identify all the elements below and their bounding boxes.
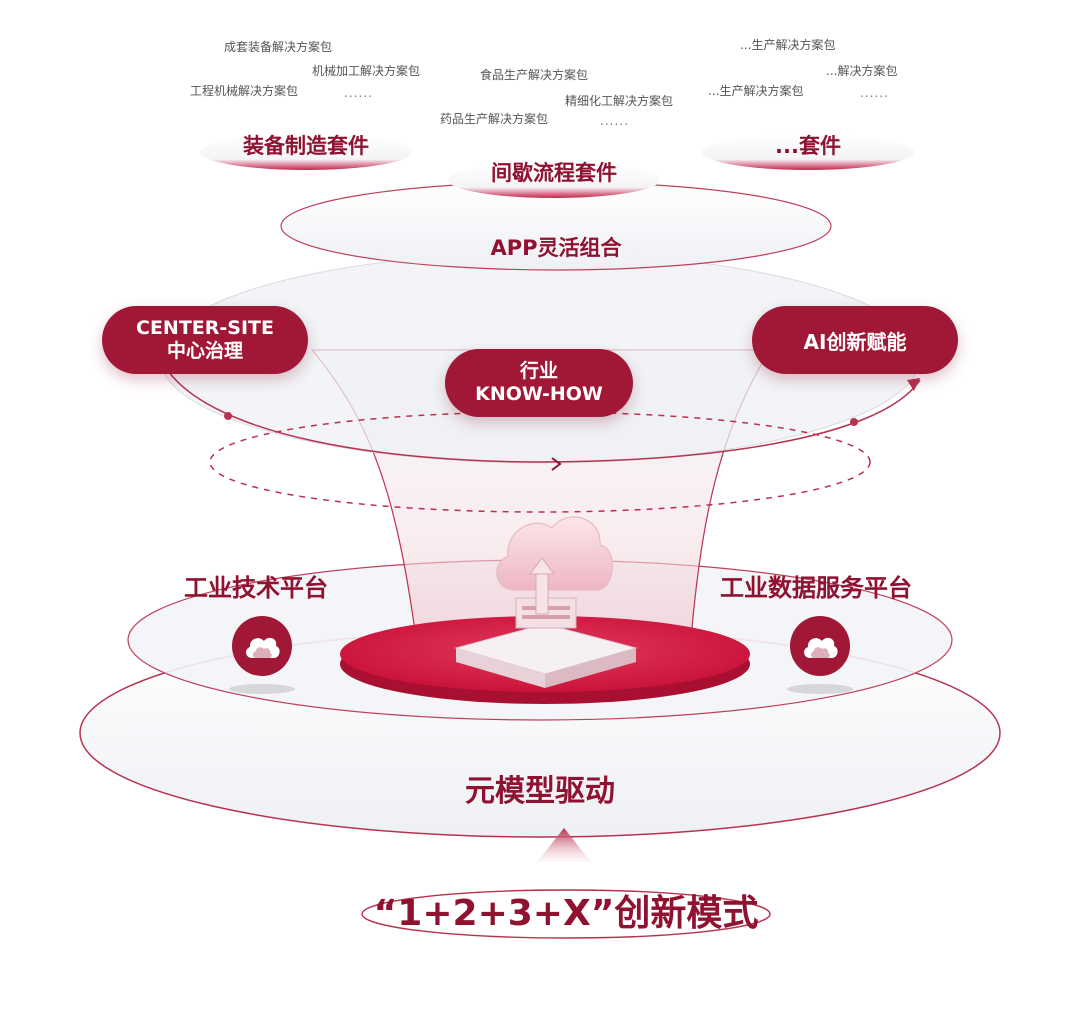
industry-line1: 行业 [519,360,558,382]
badge-shadow [229,684,295,694]
title-ellipse [361,889,771,939]
orbit-dot-right [850,418,858,426]
package-label: 精细化工解决方案包 [565,94,674,108]
tech-platform-badge [232,616,292,676]
package-label: 成套装备解决方案包 [224,40,333,54]
kit-more-label: ...套件 [775,134,841,158]
base-layer-label: 元模型驱动 [465,774,615,809]
data-platform-label: 工业数据服务平台 [720,574,912,602]
package-label: ...解决方案包 [826,64,898,78]
industry-knowhow-pill: 行业 KNOW-HOW [445,349,633,417]
kit-disc-equipment [200,134,412,170]
cloud-upload-icon [496,516,613,615]
upper-disk-arc [159,357,921,463]
kit-equipment-label: 装备制造套件 [243,134,369,158]
package-label: ...生产解决方案包 [740,38,836,52]
package-label: ...生产解决方案包 [708,84,804,98]
arrow-up-icon [537,828,591,862]
model-title: “1+2+3+X”创新模式 [373,893,759,934]
glass-base-front-right [545,648,636,688]
ai-label: AI创新赋能 [803,329,907,354]
kit-disc-more [702,134,914,170]
package-label: 药品生产解决方案包 [440,112,549,126]
badge-shadow [787,684,853,694]
industry-line2: KNOW-HOW [475,383,603,405]
arrow-right-icon [907,378,920,391]
ellipsis-label: ...... [860,86,889,100]
center-site-line1: CENTER-SITE [136,317,274,339]
kit-disc-intermittent [448,162,660,198]
server-slot [522,615,570,619]
ellipsis-label: ...... [344,86,373,100]
ellipsis-label: ...... [600,114,629,128]
tech-platform-label: 工业技术平台 [184,574,328,602]
glass-base-front-left [456,648,545,688]
cloud-icon [246,637,280,658]
data-platform-badge [790,616,850,676]
package-label: 工程机械解决方案包 [190,84,299,98]
package-label: 食品生产解决方案包 [480,68,589,82]
arrow-right-icon [551,457,562,471]
center-site-line2: 中心治理 [166,340,243,362]
kit-intermittent-label: 间歇流程套件 [491,161,617,185]
cloud-icon [804,637,838,658]
orbit-dot-left [224,412,232,420]
package-label: 机械加工解决方案包 [312,64,421,78]
center-site-pill: CENTER-SITE 中心治理 [102,306,308,374]
ai-empower-pill: AI创新赋能 [752,306,958,374]
app-layer-label: APP灵活组合 [490,236,622,260]
